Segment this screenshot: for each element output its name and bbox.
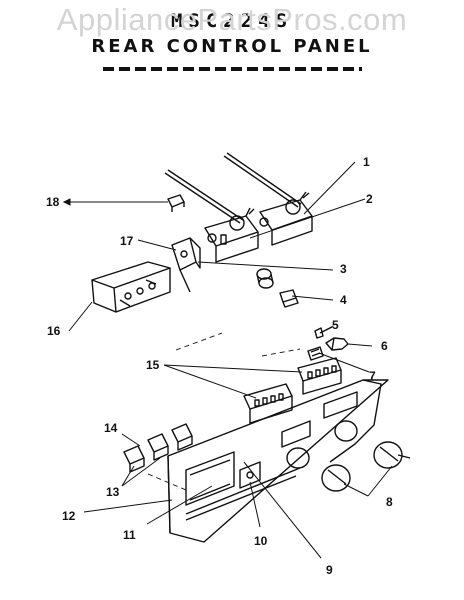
rocker-switch-part-14-a: [123, 445, 145, 473]
model-title: MSC224S: [170, 10, 294, 32]
rocker-switch-part-14-c: [171, 423, 193, 451]
control-knob-part-8-b: [373, 441, 411, 469]
bracket-part-17: [171, 237, 201, 293]
callout-3: 3: [340, 262, 347, 276]
spacer-part-3: [256, 268, 274, 289]
callout-11: 11: [123, 528, 136, 542]
pushbutton-switch-upper-part-15: [297, 357, 342, 395]
callout-1: 1: [363, 155, 370, 169]
section-title: REAR CONTROL PANEL: [91, 36, 373, 57]
callout-9: 9: [326, 563, 333, 577]
lens-part-7: [307, 346, 324, 361]
infinite-switch-part-2: [204, 207, 259, 263]
callout-12: 12: [62, 509, 76, 523]
switch-housing-part-16: [91, 261, 171, 313]
knob-insert-part-4: [279, 289, 299, 308]
callout-10: 10: [254, 534, 268, 548]
leader-lines: [62, 161, 393, 559]
rocker-switch-part-14-b: [147, 433, 169, 461]
control-panel-part-12: [167, 379, 389, 543]
callout-5: 5: [332, 318, 339, 332]
switch-rods: [164, 152, 302, 224]
infinite-switch-part-1: [259, 191, 313, 246]
assembly-lines: [147, 332, 301, 491]
callout-14: 14: [104, 421, 118, 435]
callout-6: 6: [381, 339, 388, 353]
callout-8: 8: [386, 495, 393, 509]
callout-2: 2: [366, 192, 373, 206]
bulb-part-6: [325, 337, 349, 351]
clip-part-18: [167, 194, 185, 212]
callout-4: 4: [340, 293, 347, 307]
callout-7: 7: [369, 369, 376, 383]
callout-13: 13: [106, 485, 120, 499]
screw-part-5: [314, 326, 333, 339]
callout-18: 18: [46, 195, 60, 209]
callout-17: 17: [120, 234, 134, 248]
callout-15: 15: [146, 358, 160, 372]
callout-16: 16: [47, 324, 61, 338]
control-knob-part-8-a: [321, 464, 351, 492]
